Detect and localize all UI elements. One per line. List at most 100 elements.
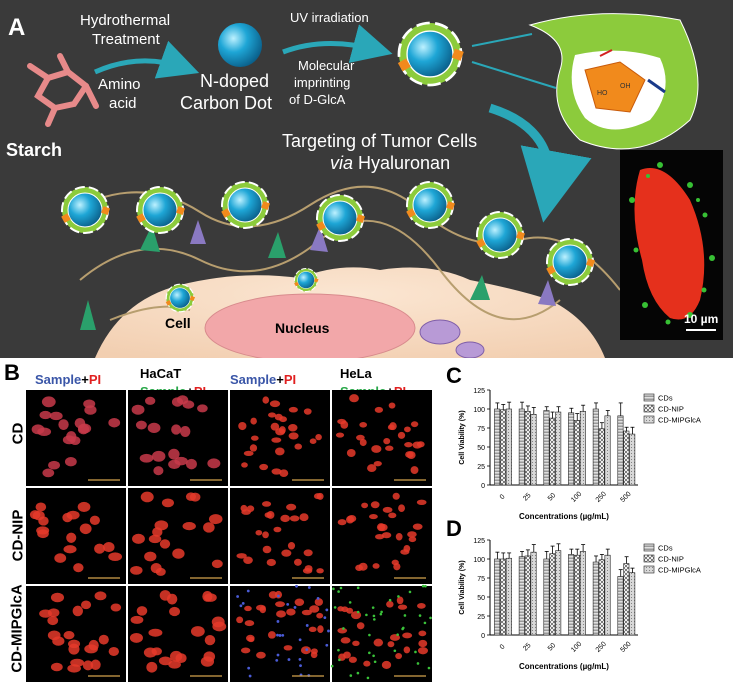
y-tick-label: 100 — [473, 407, 485, 414]
x-tick-label: 25 — [522, 492, 533, 503]
starch-label: Starch — [6, 140, 63, 160]
legend-label: CD-MIPGlcA — [658, 416, 701, 425]
legend-label: CD-NIP — [658, 405, 684, 414]
y-tick-label: 75 — [477, 426, 485, 433]
via-hyaluronan-label: via Hyaluronan — [330, 153, 451, 173]
bar-CD-NIP — [574, 554, 580, 636]
y-tick-label: 50 — [477, 445, 485, 452]
x-axis-label: Concentrations (µg/mL) — [519, 512, 609, 521]
microscopy-grid — [26, 390, 432, 682]
starch-molecule-icon — [27, 53, 99, 127]
y-tick-label: 75 — [477, 576, 485, 583]
bar-CD-NIP — [549, 553, 556, 636]
acid-label: acid — [109, 95, 137, 112]
micrograph-cell — [332, 390, 432, 486]
bar-CD-NIP — [623, 563, 630, 636]
micrograph-cell — [26, 586, 126, 682]
micrograph-cell — [230, 390, 330, 486]
bar-CD-MIPGlcA — [629, 433, 636, 486]
legend-label: CDs — [658, 394, 673, 403]
bar-CD-NIP — [500, 409, 506, 486]
targeting-label: Targeting of Tumor Cells — [282, 131, 478, 151]
bar-CD-MIPGlcA — [555, 550, 562, 636]
micrograph-cell — [128, 488, 228, 584]
col-header-3: Sample+PI — [230, 372, 297, 387]
legend-swatch — [643, 554, 655, 563]
micrograph-cell — [128, 586, 228, 682]
bar-CD-MIPGlcA — [604, 554, 611, 636]
panel-a: HO OH — [0, 0, 733, 358]
y-tick-label: 25 — [477, 464, 485, 471]
x-tick-label: 250 — [595, 641, 608, 654]
bar-CD-NIP — [549, 417, 556, 486]
bar-CDs — [543, 558, 550, 636]
y-tick-label: 125 — [473, 538, 485, 545]
bar-CD-NIP — [623, 430, 630, 486]
y-axis-label: Cell Viability (%) — [459, 410, 466, 464]
x-tick-label: 0 — [499, 493, 507, 501]
carbon-dot-icon — [218, 23, 262, 67]
n-doped-label: N-doped — [200, 71, 270, 91]
micrograph-cell — [26, 488, 126, 584]
svg-text:HO: HO — [597, 90, 608, 97]
bar-CDs — [617, 576, 624, 636]
y-tick-label: 125 — [473, 388, 485, 395]
bar-CD-NIP — [598, 559, 605, 636]
legend-swatch — [643, 393, 655, 402]
micrograph-cell — [128, 390, 228, 486]
col-header-1: Sample+PI — [35, 372, 102, 387]
legend-label: CD-NIP — [658, 555, 684, 564]
legend-swatch — [643, 543, 655, 552]
panel-c-label: C — [446, 363, 462, 388]
panel-d-label: D — [446, 516, 462, 541]
hacat-label: HaCaT — [140, 366, 182, 381]
x-tick-label: 50 — [547, 642, 558, 653]
y-tick-label: 0 — [481, 483, 485, 490]
y-tick-label: 0 — [481, 633, 485, 640]
micrograph-cell — [332, 488, 432, 584]
carbon-dot-label: Carbon Dot — [180, 93, 273, 113]
panel-b-label: B — [4, 360, 20, 385]
scale-bar-label: 10 µm — [684, 312, 719, 326]
x-tick-label: 25 — [522, 642, 533, 653]
legend-swatch — [643, 415, 655, 424]
bar-CD-MIPGlcA — [505, 408, 512, 486]
y-tick-label: 25 — [477, 614, 485, 621]
x-tick-label: 250 — [595, 491, 608, 504]
cell-label: Cell — [165, 315, 191, 331]
x-tick-label: 500 — [619, 641, 632, 654]
bar-CDs — [617, 415, 624, 486]
bar-CD-NIP — [574, 420, 580, 486]
bar-CD-MIPGlcA — [530, 551, 537, 636]
panel-a-illustration: HO OH — [27, 13, 723, 358]
bar-CD-NIP — [598, 428, 605, 486]
legend-label: CDs — [658, 544, 673, 553]
fluorescence-inset — [620, 150, 723, 340]
hydrothermal-label: Hydrothermal — [80, 12, 171, 29]
bar-CD-MIPGlcA — [530, 414, 537, 486]
bar-CD-MIPGlcA — [505, 557, 512, 636]
row-label-cd-mipglca: CD-MIPGlcA — [8, 584, 26, 673]
bar-CDs — [592, 408, 599, 486]
bar-CD-MIPGlcA — [604, 415, 611, 486]
bar-CDs — [592, 561, 599, 636]
micrograph-cell — [26, 390, 126, 486]
hela-label: HeLa — [340, 366, 372, 381]
amino-label: Amino — [98, 76, 141, 93]
treatment-label: Treatment — [92, 31, 160, 48]
svg-text:OH: OH — [620, 83, 631, 90]
panel-a-label: A — [8, 14, 26, 41]
bar-CDs — [518, 556, 525, 636]
y-tick-label: 100 — [473, 557, 485, 564]
legend-swatch — [643, 565, 655, 574]
arrow-step1 — [93, 40, 200, 79]
micrograph-cell — [330, 584, 432, 682]
bar-CDs — [543, 410, 550, 486]
legend-label: CD-MIPGlcA — [658, 566, 701, 575]
bar-CD-NIP — [524, 555, 531, 636]
bar-CDs — [494, 558, 501, 636]
bar-CD-NIP — [500, 558, 506, 636]
mitochondrion-icon — [419, 319, 461, 345]
